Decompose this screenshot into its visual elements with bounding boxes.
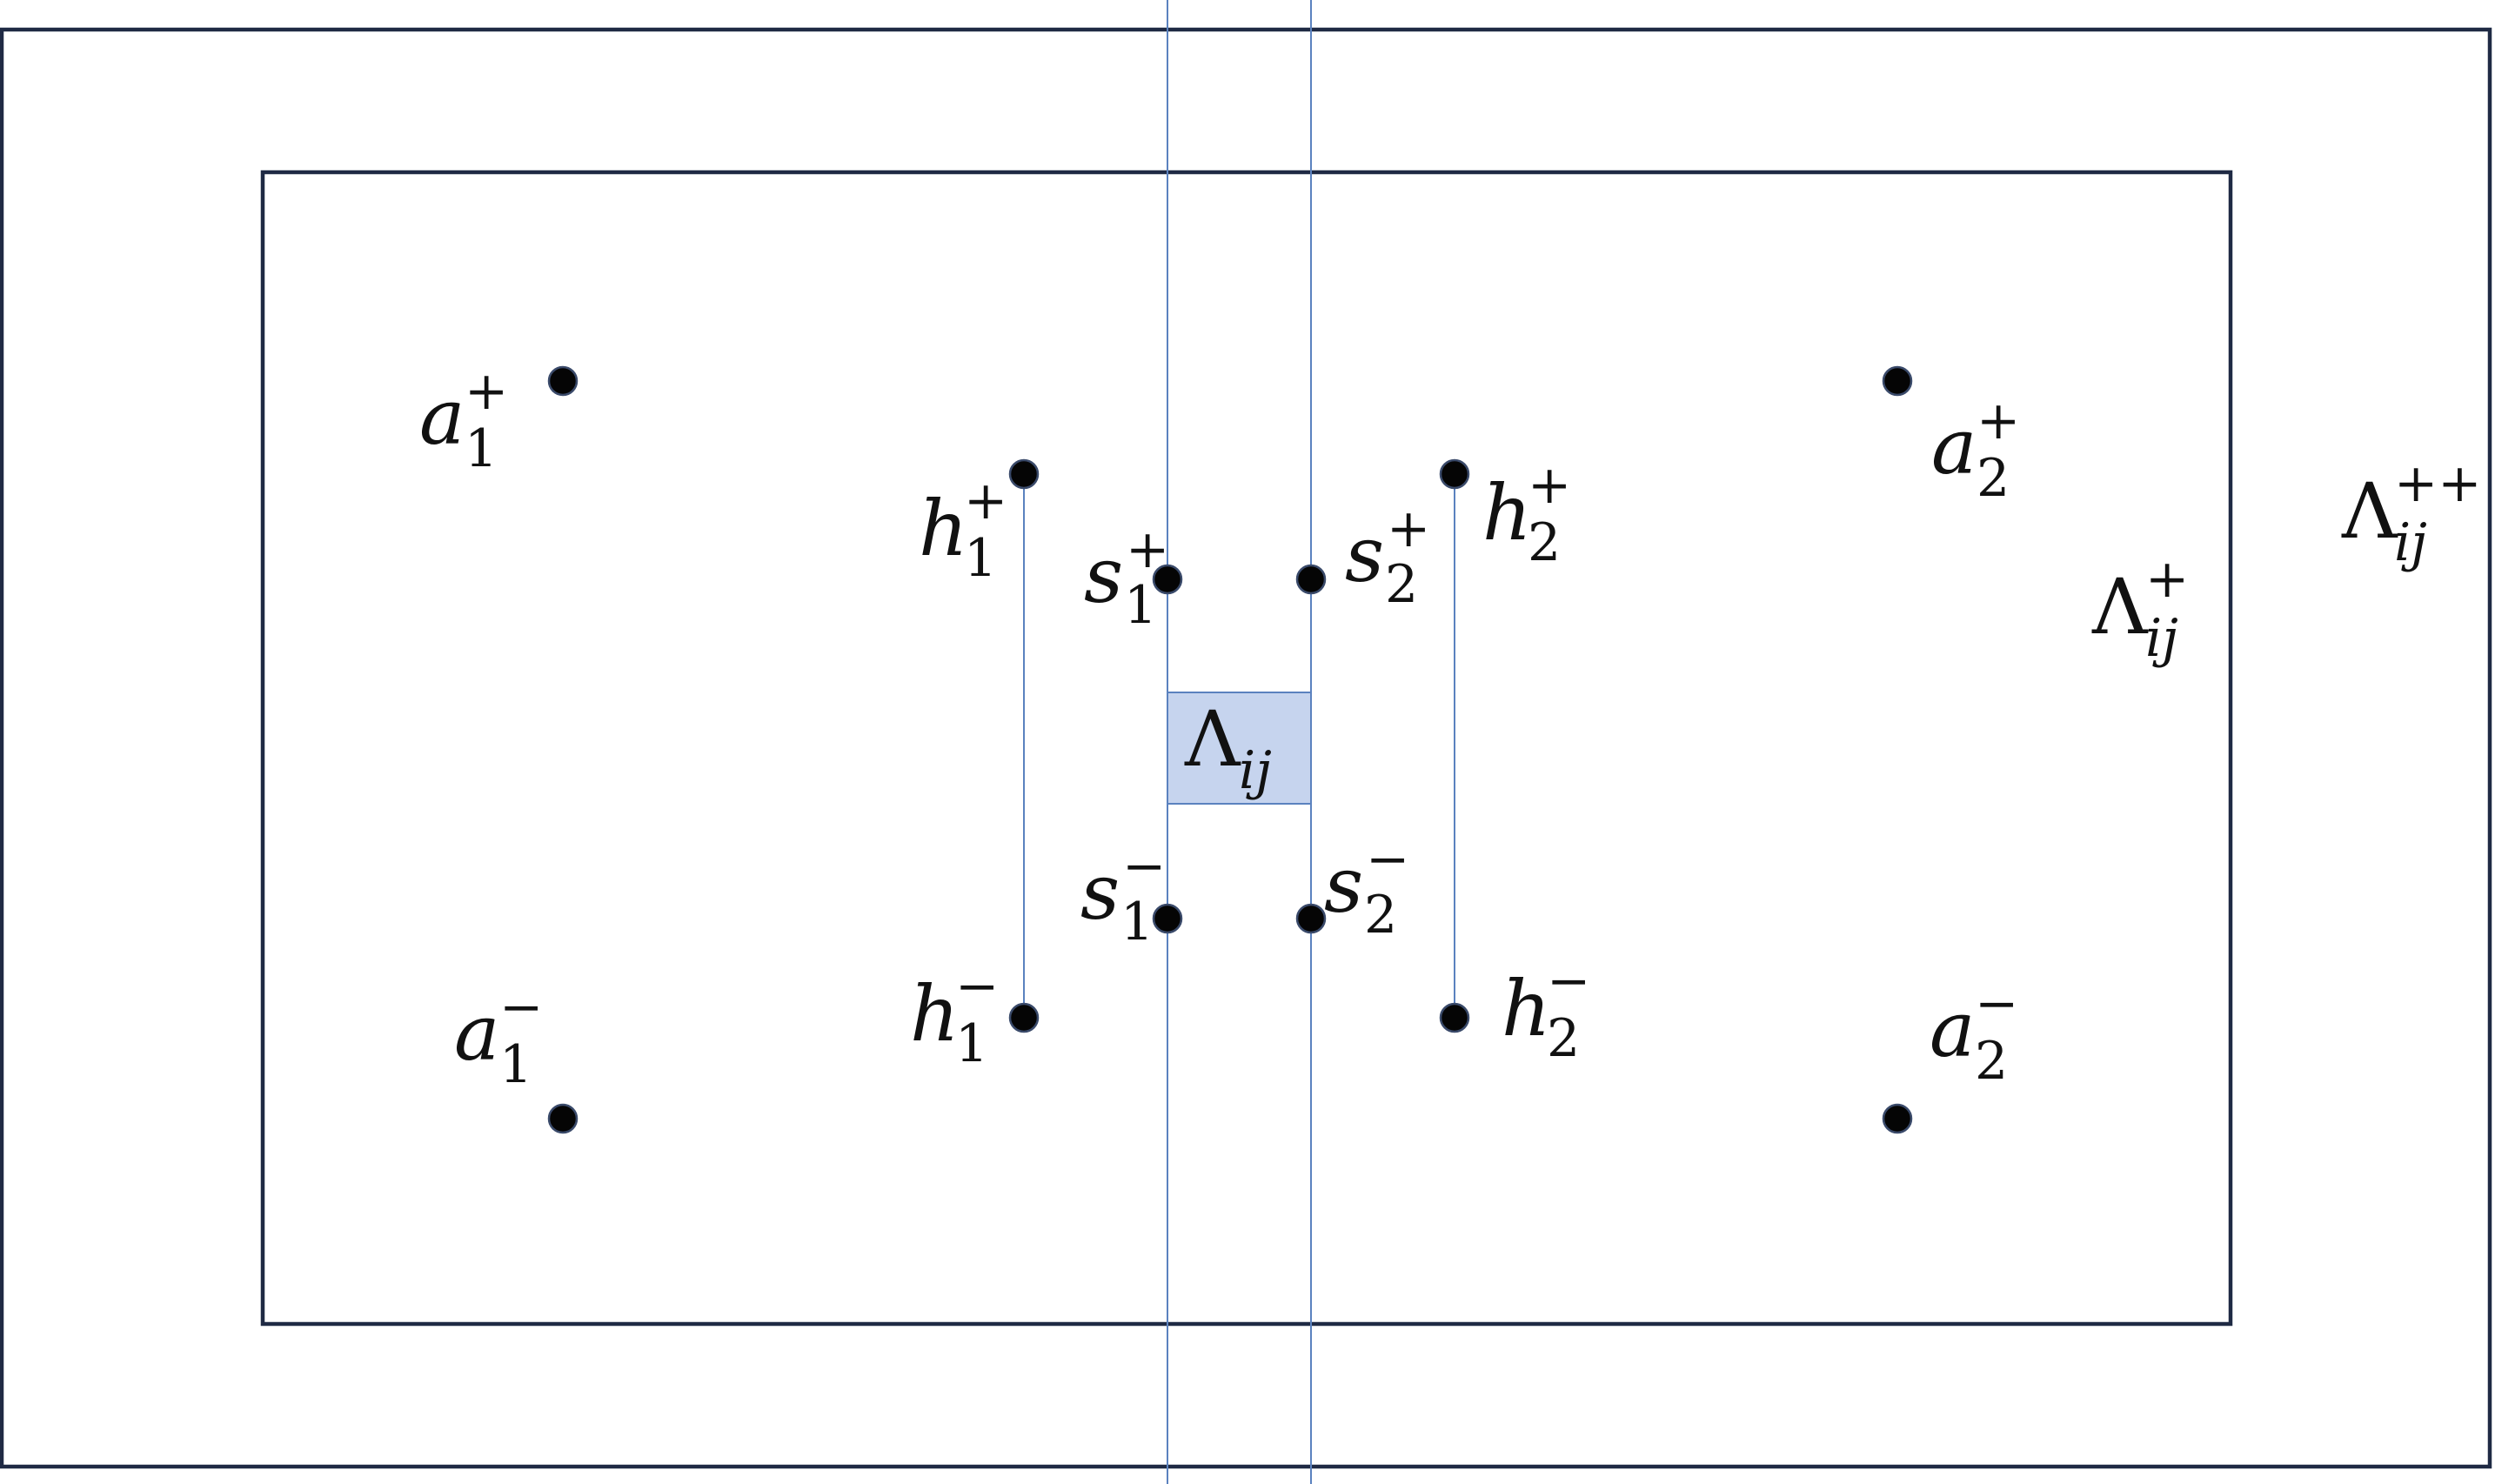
label-a1-minus: a 1 − [454, 977, 557, 1100]
label-h2-minus: h 2 − [1502, 951, 1604, 1074]
point-h2-plus [1439, 458, 1470, 490]
point-s1-minus [1152, 903, 1183, 934]
point-a2-plus [1882, 365, 1913, 397]
label-a2-plus: a 2 + [1931, 391, 2034, 514]
label-a1-plus: a 1 + [419, 361, 522, 485]
label-h1-plus: h 1 + [919, 471, 1021, 594]
point-a1-plus [547, 365, 579, 397]
middle-region-frame [260, 170, 2233, 1327]
point-a1-minus [547, 1103, 579, 1134]
label-inner-region: Λ ij [1184, 694, 1272, 801]
label-outer-region: Λ ij ++ [2341, 453, 2482, 578]
point-h2-minus [1439, 1002, 1470, 1033]
inner-region-patch [1167, 692, 1312, 805]
point-s2-minus [1295, 903, 1327, 934]
label-s2-plus: s 2 + [1345, 498, 1442, 620]
label-middle-region: Λ ij + [2091, 549, 2203, 674]
label-s1-minus: s 1 − [1080, 836, 1178, 958]
label-s1-plus: s 1 + [1084, 519, 1181, 641]
label-s2-minus: s 2 − [1324, 829, 1421, 951]
outer-region-frame [0, 27, 2492, 1469]
point-s1-plus [1152, 564, 1183, 595]
point-h1-plus [1008, 458, 1040, 490]
point-a2-minus [1882, 1103, 1913, 1134]
point-s2-plus [1295, 564, 1327, 595]
label-h2-plus: h 2 + [1482, 455, 1585, 578]
label-a2-minus: a 2 − [1930, 973, 2032, 1097]
point-h1-minus [1008, 1002, 1040, 1033]
label-h1-minus: h 1 − [910, 956, 1013, 1080]
